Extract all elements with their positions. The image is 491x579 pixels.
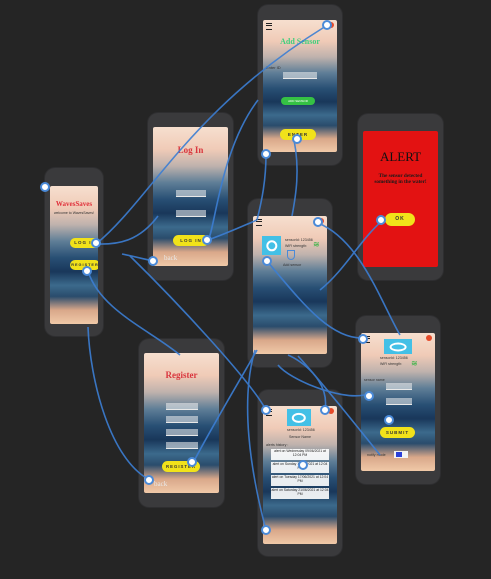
link-handle[interactable] [320,405,330,415]
screen-login: Log In LOG IN back [153,127,228,266]
alert-title: ALERT [379,149,422,164]
link-handle[interactable] [91,238,101,248]
close-dot-icon[interactable] [426,335,432,341]
wifi-icon: ≋ [411,359,418,368]
phone-welcome: WavesSaves welcome to WavesSaves! LOG IN… [45,168,103,336]
screen-dashboard: sensorId: 123456 WiFi strength: ≋ Add se… [253,216,327,354]
link-handle[interactable] [261,525,271,535]
submit-button[interactable]: SUBMIT [380,427,415,438]
screen-register: Register REGISTER back [144,353,219,493]
register-username-field[interactable] [166,416,198,423]
link-handle[interactable] [40,182,50,192]
welcome-register-button[interactable]: REGISTER [70,260,98,270]
edit-sensor-id: sensorId: 123456 [380,356,408,360]
register-back-link[interactable]: back [154,480,168,488]
sensor-id-input[interactable] [283,72,317,79]
screen-welcome: WavesSaves welcome to WavesSaves! LOG IN… [50,186,98,324]
sensor-name-input[interactable] [386,383,412,390]
link-handle[interactable] [202,235,212,245]
history-sensor-id: sensorId: 123456 [287,428,315,432]
login-back-link[interactable]: back [164,254,178,262]
screen-alert: ALERT The sensor detected something in t… [363,131,438,267]
hamburger-menu-icon[interactable] [256,219,262,226]
register-password-field[interactable] [166,429,198,436]
welcome-login-button[interactable]: LOG IN [70,238,98,248]
welcome-subtitle: welcome to WavesSaves! [54,211,94,215]
register-title: Register [165,370,198,380]
link-handle[interactable] [187,457,197,467]
link-handle[interactable] [384,415,394,425]
link-handle[interactable] [261,405,271,415]
alert-message: The sensor detected something in the wat… [374,173,427,185]
phone-alert: ALERT The sensor detected something in t… [358,114,443,280]
screen-add-sensor: Add Sensor Enter ID ADD SENSOR ENTER [263,20,337,152]
link-handle[interactable] [364,391,374,401]
sensor-location-input[interactable] [386,398,412,405]
screen-history: sensorId: 123456 Sensor Name alerts hist… [263,406,337,544]
hamburger-menu-icon[interactable] [266,23,272,30]
link-handle[interactable] [262,256,272,266]
link-handle[interactable] [358,334,368,344]
history-name-label: Sensor Name [289,435,311,439]
wifi-icon: ≋ [313,240,320,249]
link-handle[interactable] [292,134,302,144]
login-password-field[interactable] [176,210,206,217]
phone-login: Log In LOG IN back [148,113,233,280]
dashboard-add-label[interactable]: Add sensor [283,263,302,267]
screen-sensor-edit: sensorId: 123456 WiFi strength: ≋ sensor… [361,333,435,471]
link-handle[interactable] [313,217,323,227]
history-title: alerts history : [266,443,289,447]
edit-name-label: sensor name [364,378,385,382]
notify-flag-icon [396,452,402,457]
notify-mode-toggle[interactable] [394,451,408,458]
register-confirm-field[interactable] [166,442,198,449]
add-sensor-green-button[interactable]: ADD SENSOR [281,97,315,105]
history-row: alert on Saturday 21/06/2021 at 12:04 PM [271,488,329,499]
sensor-id-label: Enter ID [266,65,281,70]
link-handle[interactable] [376,215,386,225]
login-title: Log In [177,145,204,155]
link-handle[interactable] [261,149,271,159]
dashboard-wifi-label: WiFi strength: [285,244,308,248]
link-handle[interactable] [322,20,332,30]
link-handle[interactable] [148,256,158,266]
sensor-thumbnail-icon [384,339,412,354]
login-email-field[interactable] [176,190,206,197]
sensor-thumbnail-icon [287,409,311,426]
sensor-thumbnail-icon[interactable] [262,236,281,255]
link-handle[interactable] [144,475,154,485]
link-handle[interactable] [82,266,92,276]
add-sensor-shield-icon[interactable] [287,250,295,260]
history-row: alert on Wednesday 09/06/2021 at 12:04 P… [271,449,329,460]
register-submit-button[interactable]: REGISTER [162,461,200,472]
register-email-field[interactable] [166,403,198,410]
link-handle[interactable] [298,460,308,470]
history-row: alert on Tuesday 17/06/2021 at 12:04 PM [271,475,329,486]
notify-mode-label: notify mode [367,453,386,457]
alert-ok-button[interactable]: OK [385,213,415,226]
add-sensor-title: Add Sensor [280,37,320,46]
dashboard-sensor-id: sensorId: 123456 [285,238,313,242]
welcome-title: WavesSaves [55,200,93,208]
edit-wifi-label: WiFi strength: [380,362,403,366]
